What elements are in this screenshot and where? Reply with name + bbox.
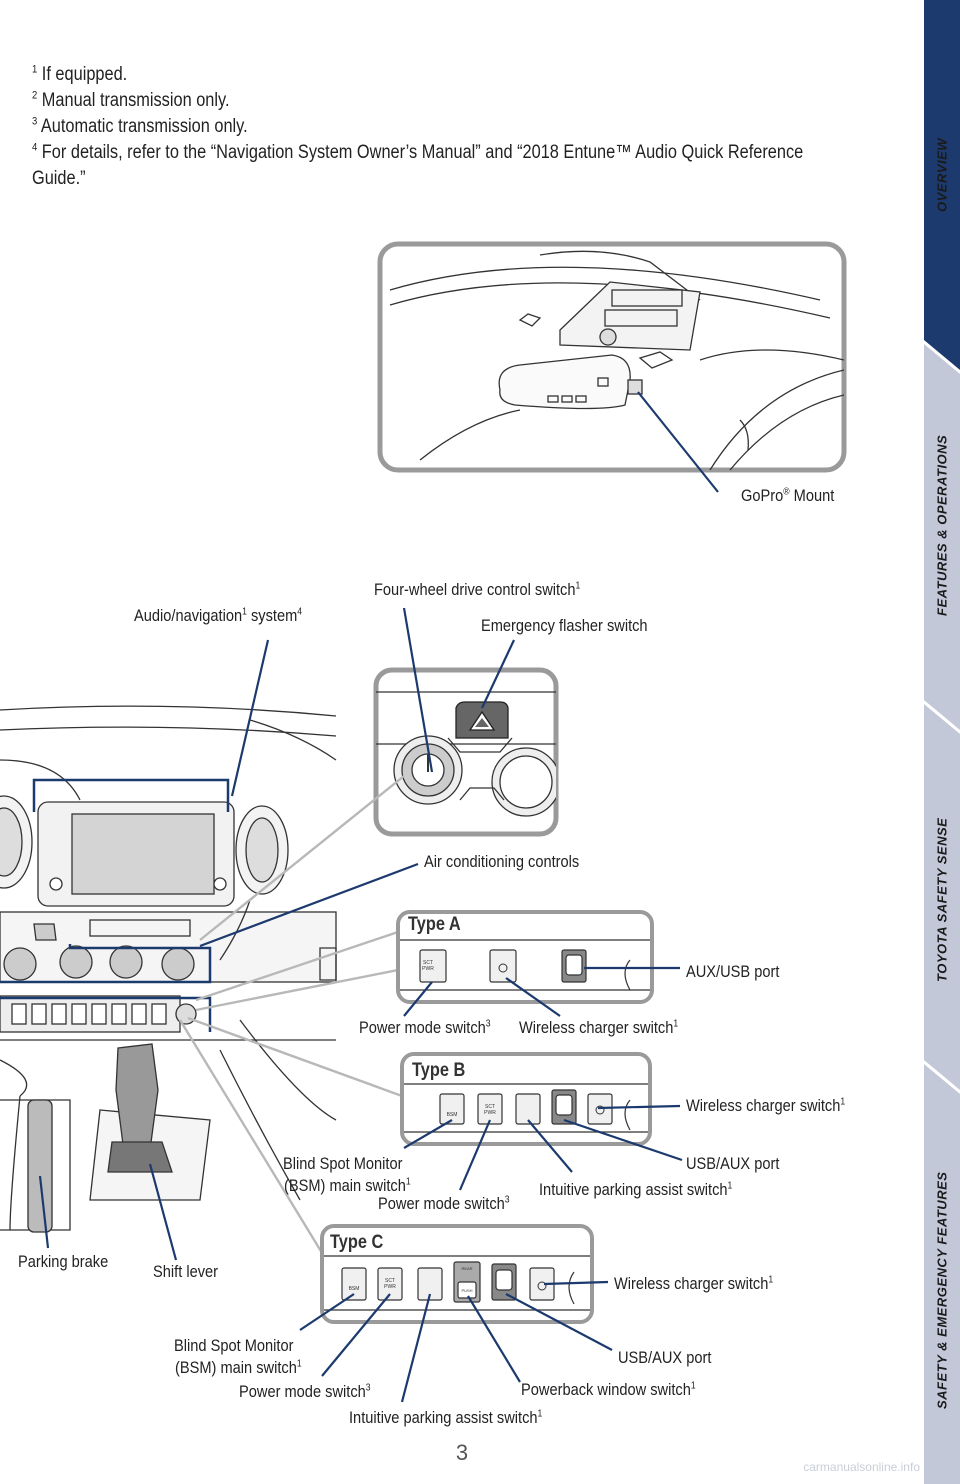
intuitive-b-leader	[527, 1119, 573, 1173]
parking-brake-label: Parking brake	[18, 1252, 109, 1271]
connector-type-a-2	[195, 968, 399, 1012]
bsm-b-leader	[403, 1119, 453, 1149]
illustration-canvas: SCT PWR BSM SCT PWR	[0, 241, 847, 1403]
type-a-pwr-text: PWR	[422, 966, 434, 972]
air-label: Air conditioning controls	[424, 852, 580, 871]
wireless-a-leader	[505, 977, 561, 1017]
type-c-sct-text: SCT	[385, 1278, 395, 1284]
emergency-label: Emergency flasher switch	[481, 616, 648, 635]
connector-type-b	[187, 1016, 403, 1098]
type-c-pwr-text: PWR	[384, 1284, 396, 1290]
ac-bracket	[0, 944, 212, 984]
intuitive-c-leader	[400, 1293, 432, 1403]
gopro-leader	[637, 391, 719, 493]
emergency-leader	[481, 639, 515, 709]
bsm-c-label-line1: Blind Spot Monitor	[174, 1336, 294, 1355]
ac-leader	[199, 862, 419, 948]
usb-aux-c-label: USB/AUX port	[618, 1348, 712, 1367]
power-c-leader	[321, 1293, 391, 1377]
wireless-b-label: Wireless charger switch1	[686, 1096, 846, 1115]
page-number: 3	[455, 1440, 469, 1465]
tab-toyota-safety-sense[interactable]: TOYOTA SAFETY SENSE	[934, 817, 950, 983]
intuitive-b-label: Intuitive parking assist switch1	[539, 1180, 733, 1199]
type-b-pwr-text: PWR	[484, 1110, 496, 1116]
wireless-a-label: Wireless charger switch1	[519, 1018, 679, 1037]
type-a-title: Type A	[408, 914, 461, 935]
type-c-rear-text: REAR	[461, 1266, 472, 1271]
usb-aux-b-label: USB/AUX port	[686, 1154, 780, 1173]
audio-leader	[230, 639, 270, 797]
footnotes: 1 If equipped. 2 Manual transmission onl…	[32, 62, 862, 192]
wireless-b-leader	[597, 1104, 681, 1110]
power-a-leader	[403, 981, 433, 1017]
power-a-label: Power mode switch3	[359, 1018, 491, 1037]
overhead-console-illustration	[377, 241, 847, 473]
wireless-c-leader	[543, 1280, 609, 1286]
footnote-4: 4 For details, refer to the “Navigation …	[32, 141, 804, 189]
switch-bracket	[0, 996, 212, 1032]
audio-nav-label: Audio/navigation1 system4	[134, 606, 303, 625]
wireless-c-label: Wireless charger switch1	[614, 1274, 774, 1293]
gopro-label: GoPro® Mount	[741, 486, 835, 505]
usb-aux-b-leader	[563, 1118, 683, 1162]
footnote-3: 3 Automatic transmission only.	[32, 115, 248, 137]
powerback-label: Powerback window switch1	[521, 1380, 696, 1399]
type-b-bsm-text: BSM	[447, 1112, 458, 1118]
aux-usb-a-label: AUX/USB port	[686, 962, 780, 981]
type-a-panel: SCT PWR	[396, 910, 654, 1004]
type-c-title: Type C	[330, 1232, 384, 1253]
footnote-2: 2 Manual transmission only.	[32, 89, 230, 111]
intuitive-c-label: Intuitive parking assist switch1	[349, 1408, 543, 1427]
connector-type-c	[178, 1019, 332, 1267]
bsm-c-leader	[299, 1293, 355, 1331]
shift-leader	[148, 1163, 178, 1261]
connector-type-a-1	[195, 930, 399, 1002]
section-sidebar: OVERVIEW FEATURES & OPERATIONS TOYOTA SA…	[924, 0, 960, 1484]
footnote-1: 1 If equipped.	[32, 63, 128, 85]
4wd-inset-illustration	[373, 667, 559, 837]
connector-4wd	[199, 775, 405, 941]
parking-leader	[38, 1175, 50, 1249]
sidebar-tabs-shape	[924, 0, 960, 1484]
bsm-b-label-line1: Blind Spot Monitor	[283, 1154, 403, 1173]
watermark: carmanualsonline.info	[803, 1460, 920, 1474]
power-b-leader	[458, 1119, 492, 1191]
bsm-b-label-line2: (BSM) main switch1	[284, 1176, 411, 1195]
power-c-label: Power mode switch3	[239, 1382, 371, 1401]
4wd-leader	[402, 607, 434, 773]
type-c-bsm-text: BSM	[349, 1286, 360, 1292]
tab-features-operations[interactable]: FEATURES & OPERATIONS	[934, 434, 950, 616]
powerback-leader	[467, 1295, 521, 1383]
type-a-sct-text: SCT	[423, 960, 433, 966]
shift-lever-label: Shift lever	[153, 1262, 219, 1281]
audio-bracket	[32, 778, 230, 812]
usb-aux-c-leader	[505, 1293, 613, 1351]
dashboard-illustration	[0, 705, 337, 1233]
4wd-label: Four-wheel drive control switch1	[374, 580, 581, 599]
type-c-panel: BSM SCT PWR REAR PUSH	[320, 1224, 594, 1324]
bsm-c-label-line2: (BSM) main switch1	[175, 1358, 302, 1377]
tab-safety-emergency[interactable]: SAFETY & EMERGENCY FEATURES	[934, 1171, 950, 1409]
type-b-title: Type B	[412, 1060, 466, 1081]
tab-overview[interactable]: OVERVIEW	[934, 137, 950, 213]
type-b-sct-text: SCT	[485, 1104, 495, 1110]
power-b-label: Power mode switch3	[378, 1194, 510, 1213]
type-c-push-text: PUSH	[461, 1288, 472, 1293]
type-b-panel: BSM SCT PWR	[400, 1052, 652, 1146]
